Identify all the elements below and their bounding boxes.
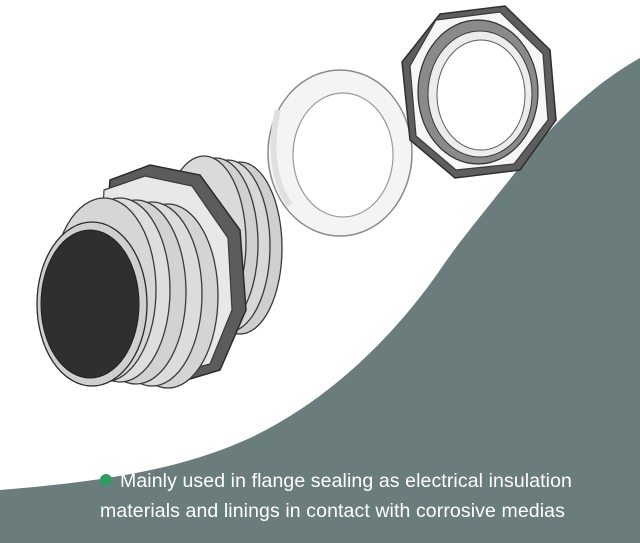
background-panel (0, 58, 640, 543)
washer (267, 69, 413, 237)
caption: Mainly used in flange sealing as electri… (100, 466, 640, 526)
bullet-dot (100, 474, 112, 486)
cable-gland-body (36, 155, 283, 389)
lock-nut (401, 5, 557, 179)
caption-line-1: Mainly used in flange sealing as electri… (100, 466, 640, 496)
caption-line-1-text: Mainly used in flange sealing as electri… (120, 470, 572, 492)
caption-line-2: materials and linings in contact with co… (100, 500, 565, 522)
